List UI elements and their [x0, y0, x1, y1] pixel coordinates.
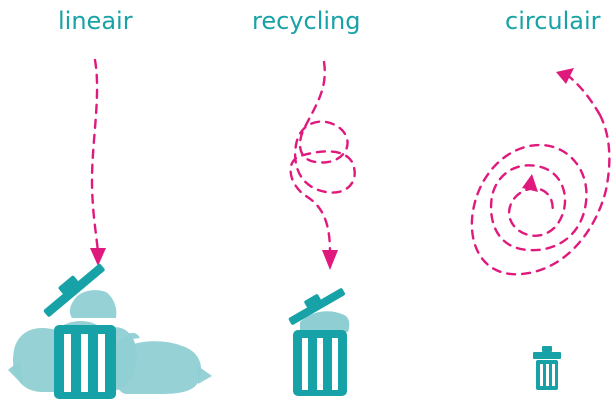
circulair-arrow	[472, 68, 610, 274]
recycling-arrow	[291, 62, 355, 270]
lineair-arrow	[90, 60, 106, 266]
trash-bin-icon	[285, 281, 350, 396]
trash-bin-icon	[533, 346, 561, 390]
